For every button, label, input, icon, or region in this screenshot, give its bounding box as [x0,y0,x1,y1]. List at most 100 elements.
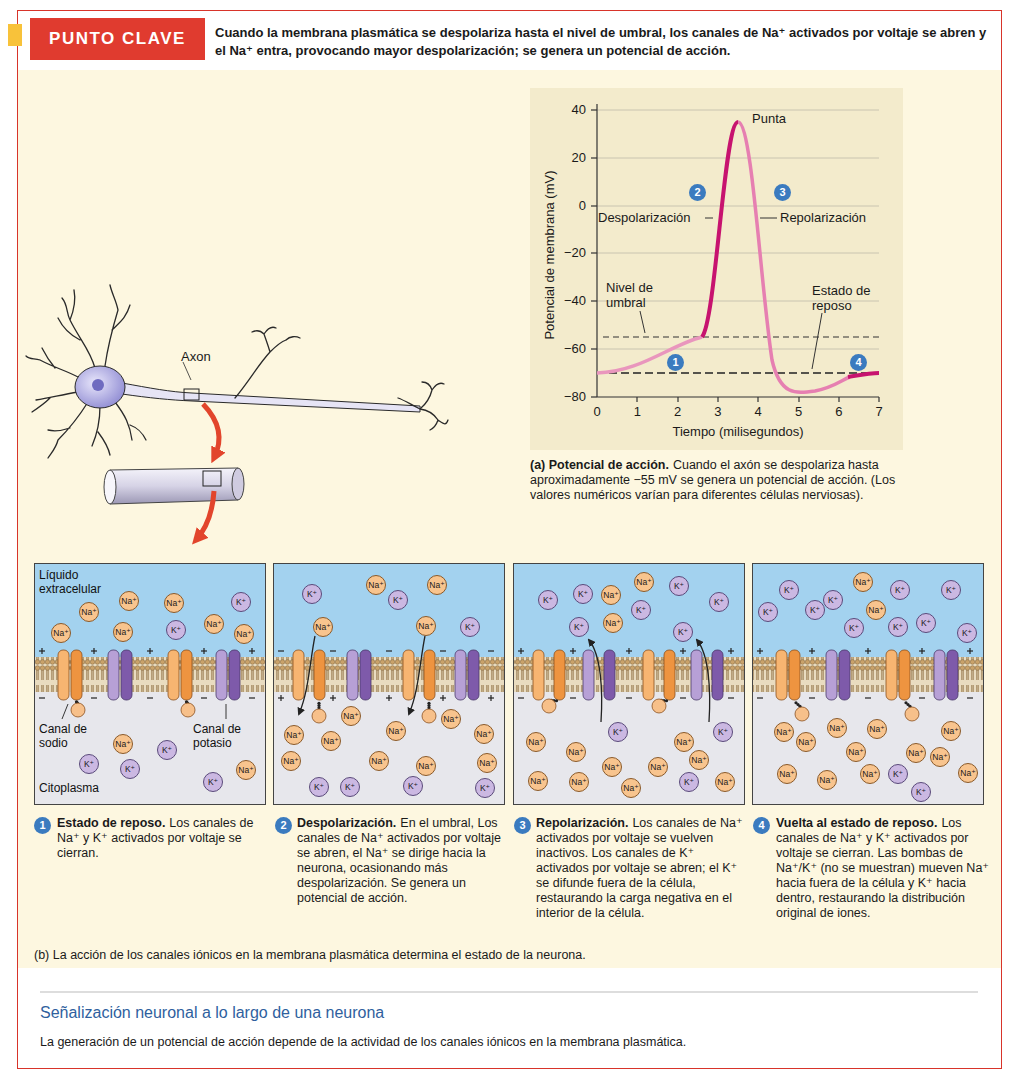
membrane-panel: K⁺Na⁺Na⁺K⁺Na⁺Na⁺K⁺Na⁺Na⁺Na⁺Na⁺Na⁺Na⁺Na⁺N… [273,563,505,805]
potassium-channel [455,650,466,700]
charge-sign [251,648,252,654]
ion-symbol: K⁺ [895,586,905,595]
sodium-ion: Na⁺ [827,718,847,738]
sodium-ion: Na⁺ [284,725,304,745]
axis-tick: 4 [748,404,768,420]
potassium-channel [691,650,702,700]
inactivation-gate [905,707,919,721]
extracellular-fluid [752,563,984,657]
curve-label: Punta [752,111,786,127]
potassium-ion: K⁺ [309,777,329,797]
potassium-ion: K⁺ [758,602,778,622]
ion-symbol: K⁺ [578,590,588,599]
charge-sign [865,697,871,698]
ion-symbol: Na⁺ [798,738,813,747]
extracellular-fluid [34,563,266,657]
callout-number: 3 [519,820,525,831]
sodium-ion: Na⁺ [313,617,333,637]
ion-symbol: Na⁺ [429,581,444,590]
callout-number: 4 [758,820,764,831]
ion-symbol: Na⁺ [530,777,545,786]
sodium-ion: Na⁺ [416,756,436,776]
key-text: Cuando la membrana plasmática se despola… [215,24,990,60]
axis-tick: −60 [552,341,586,357]
sodium-ion: Na⁺ [281,751,301,771]
charge-sign [520,648,521,654]
potassium-channel [360,650,371,700]
charge-sign [332,695,333,701]
charge-sign [280,695,281,701]
sodium-channel [181,650,192,700]
callout-number: 4 [850,354,867,371]
potassium-ion: K⁺ [203,772,223,792]
ion-symbol: K⁺ [480,784,490,793]
potassium-ion: K⁺ [79,754,99,774]
ion-symbol: Na⁺ [238,766,253,775]
sodium-ion: Na⁺ [715,772,735,792]
charge-sign [201,697,207,698]
ion-symbol: Na⁺ [932,753,947,762]
sodium-ion: Na⁺ [321,731,341,751]
potassium-channel [826,650,837,700]
caption-block: Estado de reposo.Los canales de Na⁺ y K⁺… [57,816,263,861]
potassium-ion: K⁺ [573,584,593,604]
ion-symbol: Na⁺ [115,628,130,637]
ion-symbol: K⁺ [208,778,218,787]
caption-heading: Repolarización. [536,816,628,830]
sodium-channel [643,650,654,700]
potassium-channel [839,650,850,700]
sodium-ion: Na⁺ [236,760,256,780]
sodium-channel [789,650,800,700]
ion-symbol: Na⁺ [323,737,338,746]
ion-symbol: K⁺ [893,770,903,779]
potassium-ion: K⁺ [631,600,651,620]
ion-symbol: Na⁺ [779,770,794,779]
potassium-ion: K⁺ [231,592,251,612]
ion-symbol: Na⁺ [368,581,383,590]
ion-symbol: Na⁺ [166,599,181,608]
leader-line [62,704,68,719]
ion-symbol: Na⁺ [862,770,877,779]
charge-sign [969,648,970,654]
potassium-channel [216,650,227,700]
inactivation-gate [422,709,436,723]
ion-symbol: K⁺ [408,782,418,791]
ion-symbol: Na⁺ [868,606,883,615]
potassium-ion: K⁺ [916,613,936,633]
ion-symbol: Na⁺ [528,738,543,747]
ion-symbol: K⁺ [84,760,94,769]
callout-number: 3 [779,187,785,198]
axis-tick: 6 [829,404,849,420]
section-title: Señalización neuronal a lo largo de una … [40,1003,970,1023]
callout-number: 3 [774,184,791,201]
ion-symbol: K⁺ [849,624,859,633]
potassium-ion: K⁺ [709,592,729,612]
potassium-channel [947,650,958,700]
sodium-channel [424,650,435,700]
charge-sign [93,648,94,654]
potassium-ion: K⁺ [403,776,423,796]
sodium-channel [886,650,897,700]
sodium-ion: Na⁺ [474,724,494,744]
sodium-ion: Na⁺ [427,575,447,595]
caption-block: (a) Potencial de acción.Cuando el axón s… [530,458,902,503]
ion-symbol: K⁺ [916,788,926,797]
sodium-ion: Na⁺ [234,624,254,644]
ion-symbol: K⁺ [236,598,246,607]
callout-number: 4 [753,817,770,834]
ion-symbol: Na⁺ [636,578,651,587]
sodium-ion: Na⁺ [526,732,546,752]
charge-sign [730,648,731,654]
axis-tick: −20 [552,245,586,261]
potassium-ion: K⁺ [823,590,843,610]
sodium-ion: Na⁺ [634,572,654,592]
sodium-ion: Na⁺ [958,763,978,783]
potassium-ion: K⁺ [911,782,931,802]
caption-heading: Vuelta al estado de reposo. [776,816,937,830]
charge-sign [330,650,336,651]
potassium-ion: K⁺ [957,623,977,643]
cytoplasm [273,692,505,805]
sodium-ion: Na⁺ [441,709,461,729]
sodium-ion: Na⁺ [817,770,837,790]
potassium-ion: K⁺ [679,772,699,792]
